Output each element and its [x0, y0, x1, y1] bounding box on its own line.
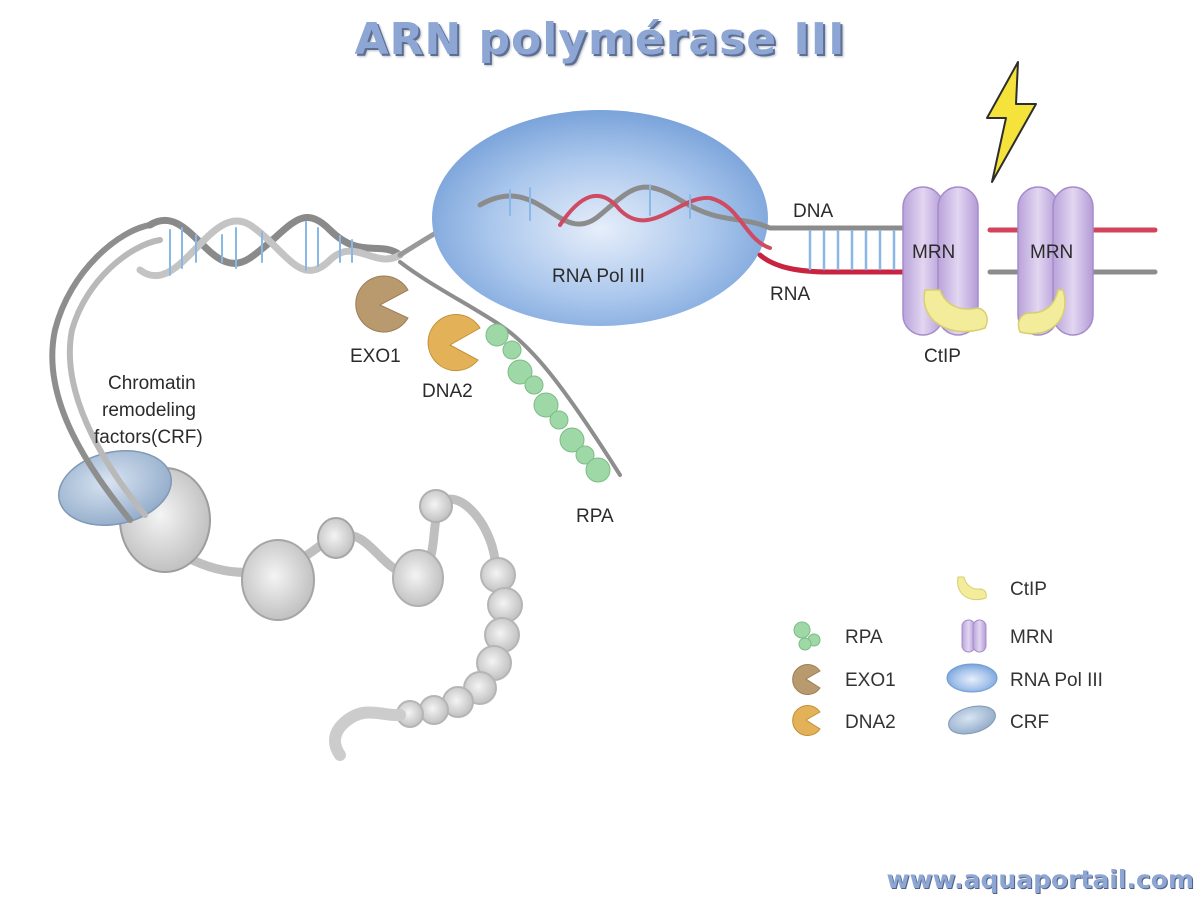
label-rna-pol-iii: RNA Pol III — [552, 266, 645, 287]
rpa-icon — [793, 621, 821, 651]
legend-label-rpa: RPA — [845, 627, 883, 648]
nucleosome — [317, 517, 355, 559]
label-crf-line3: factors(CRF) — [94, 427, 203, 448]
nucleosome — [392, 549, 444, 607]
dna2-icon — [792, 705, 821, 736]
website-watermark: www.aquaportail.com — [886, 865, 1194, 894]
rna-pol-iii-icon — [946, 663, 998, 693]
legend-label-mrn: MRN — [1010, 627, 1053, 648]
rpa-chain — [485, 323, 611, 483]
label-dna2: DNA2 — [422, 381, 473, 402]
ctip-protein-right — [1017, 289, 1066, 335]
ctip-icon — [957, 576, 987, 600]
legend-label-exo1: EXO1 — [845, 670, 896, 691]
label-dna: DNA — [793, 201, 833, 222]
lightning-bolt-icon — [986, 61, 1037, 183]
crf-icon — [948, 705, 996, 735]
mrn-icon — [961, 619, 987, 653]
label-rna: RNA — [770, 284, 810, 305]
dna2-protein — [427, 314, 481, 372]
nucleosome — [241, 539, 315, 621]
page-title: ARN polymérase III — [354, 14, 846, 65]
legend-label-rna-pol-iii: RNA Pol III — [1010, 670, 1103, 691]
legend-label-crf: CRF — [1010, 712, 1049, 733]
label-ctip: CtIP — [924, 346, 961, 367]
exo1-icon — [792, 664, 821, 695]
label-rpa: RPA — [576, 506, 614, 527]
nucleosome — [419, 489, 453, 523]
label-crf-line1: Chromatin — [108, 373, 196, 394]
legend: CtIP RPA MRN EXO1 RNA Pol III DNA2 CRF — [792, 576, 1103, 736]
label-exo1: EXO1 — [350, 346, 401, 367]
crf-protein — [57, 450, 173, 526]
label-crf-line2: remodeling — [102, 400, 196, 421]
label-mrn-right: MRN — [1030, 242, 1073, 263]
ctip-protein-left — [923, 289, 988, 333]
legend-label-dna2: DNA2 — [845, 712, 896, 733]
condensed-chromatin — [396, 557, 523, 728]
label-mrn-left: MRN — [912, 242, 955, 263]
exo1-protein — [355, 275, 409, 333]
chromatin-fiber — [116, 467, 523, 761]
legend-label-ctip: CtIP — [1010, 579, 1047, 600]
